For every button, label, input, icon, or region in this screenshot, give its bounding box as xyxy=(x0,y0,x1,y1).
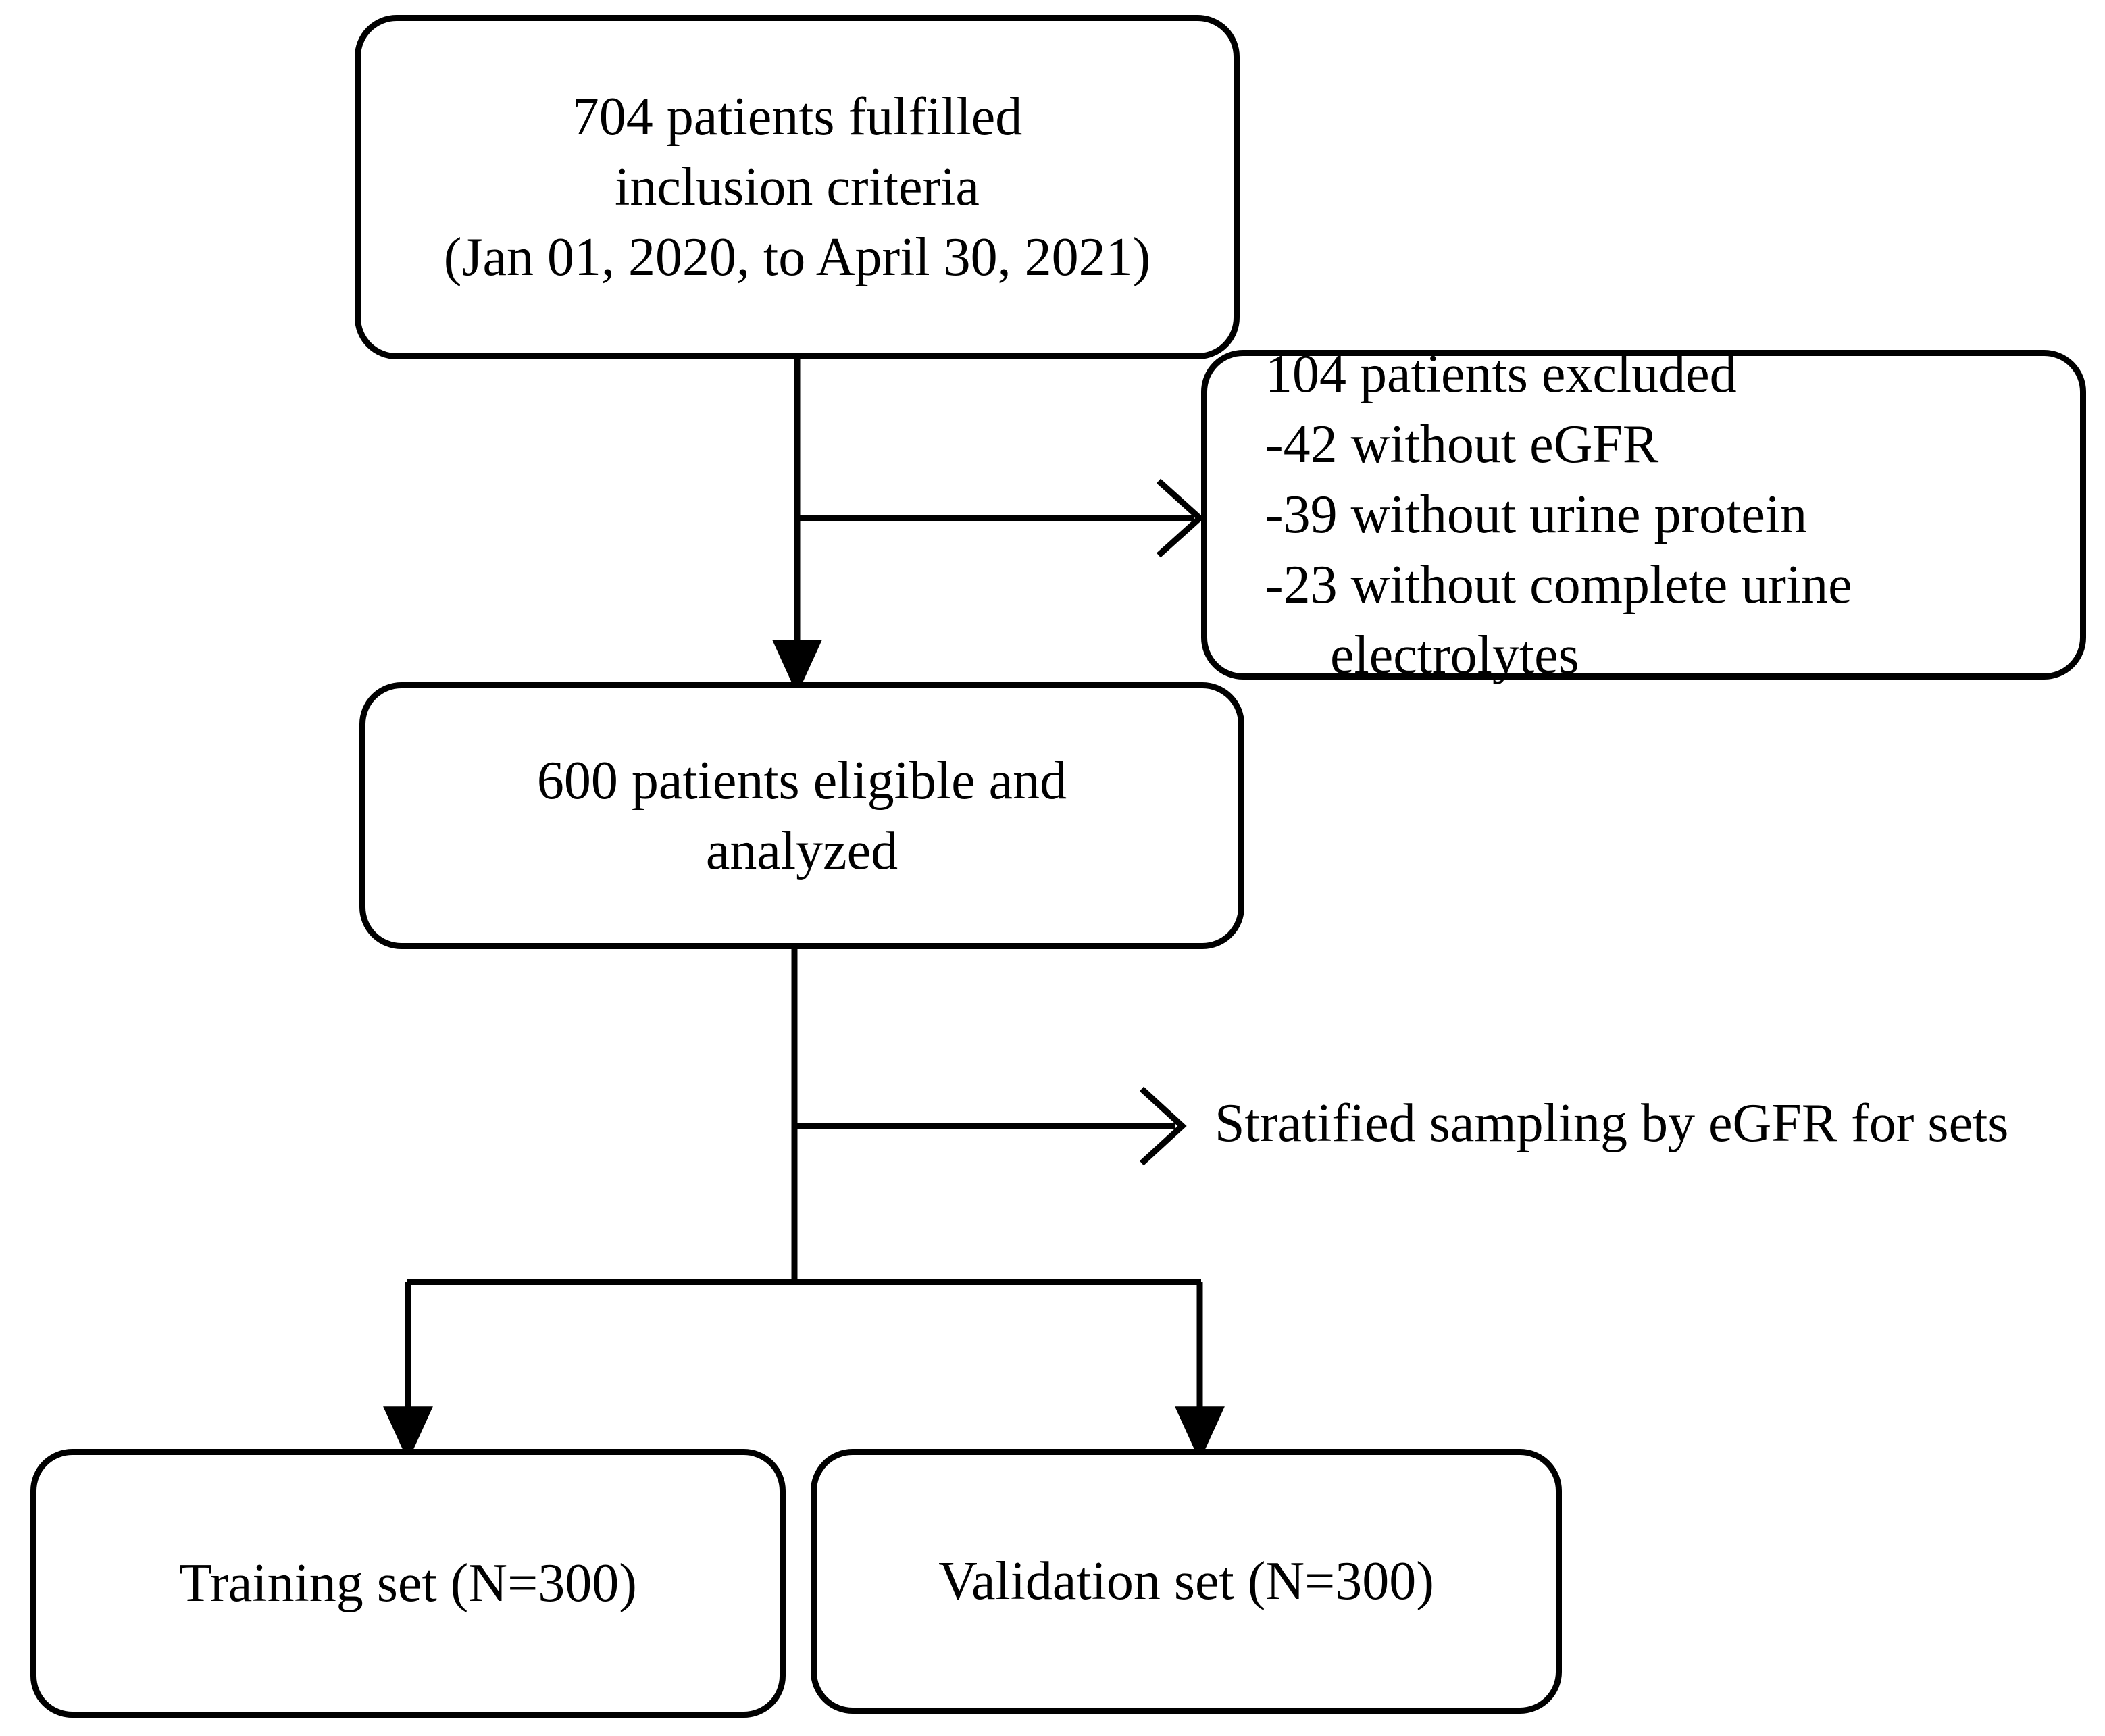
validation-set-label: Validation set (N=300) xyxy=(938,1552,1434,1611)
validation-set-box[interactable]: Validation set (N=300) xyxy=(811,1449,1562,1714)
enrolled-line-1: 704 patients fulfilled xyxy=(572,87,1023,147)
arrowhead-open-excluded xyxy=(1156,478,1204,558)
eligible-box-text: 600 patients eligible and analyzed xyxy=(365,746,1238,886)
excluded-line-4: -23 without complete urine xyxy=(1265,555,1852,615)
excluded-line-1: 104 patients excluded xyxy=(1265,344,1737,404)
training-set-text: Training set (N=300) xyxy=(36,1548,780,1618)
arrowhead-open-stratified xyxy=(1139,1086,1187,1166)
training-set-box[interactable]: Training set (N=300) xyxy=(30,1449,786,1718)
excluded-box[interactable]: 104 patients excluded -42 without eGFR -… xyxy=(1201,344,2086,685)
training-set-label: Training set (N=300) xyxy=(179,1554,637,1613)
excluded-line-2: -42 without eGFR xyxy=(1265,415,1659,474)
excluded-line-5: electrolytes xyxy=(1330,626,1579,685)
eligible-line-2: analyzed xyxy=(705,821,898,881)
enrolled-box-text: 704 patients fulfilled inclusion criteri… xyxy=(361,82,1234,292)
validation-set-text: Validation set (N=300) xyxy=(817,1546,1556,1616)
excluded-line-3: -39 without urine protein xyxy=(1265,485,1808,544)
enrolled-line-2: inclusion criteria xyxy=(615,157,980,217)
stratified-sampling-label: Stratified sampling by eGFR for sets xyxy=(1215,1094,2009,1153)
enrolled-line-3: (Jan 01, 2020, to April 30, 2021) xyxy=(443,228,1151,287)
enrolled-box[interactable]: 704 patients fulfilled inclusion criteri… xyxy=(355,15,1240,359)
eligible-box[interactable]: 600 patients eligible and analyzed xyxy=(359,682,1244,949)
excluded-box-text: 104 patients excluded -42 without eGFR -… xyxy=(1207,339,2080,690)
eligible-line-1: 600 patients eligible and xyxy=(536,750,1067,811)
